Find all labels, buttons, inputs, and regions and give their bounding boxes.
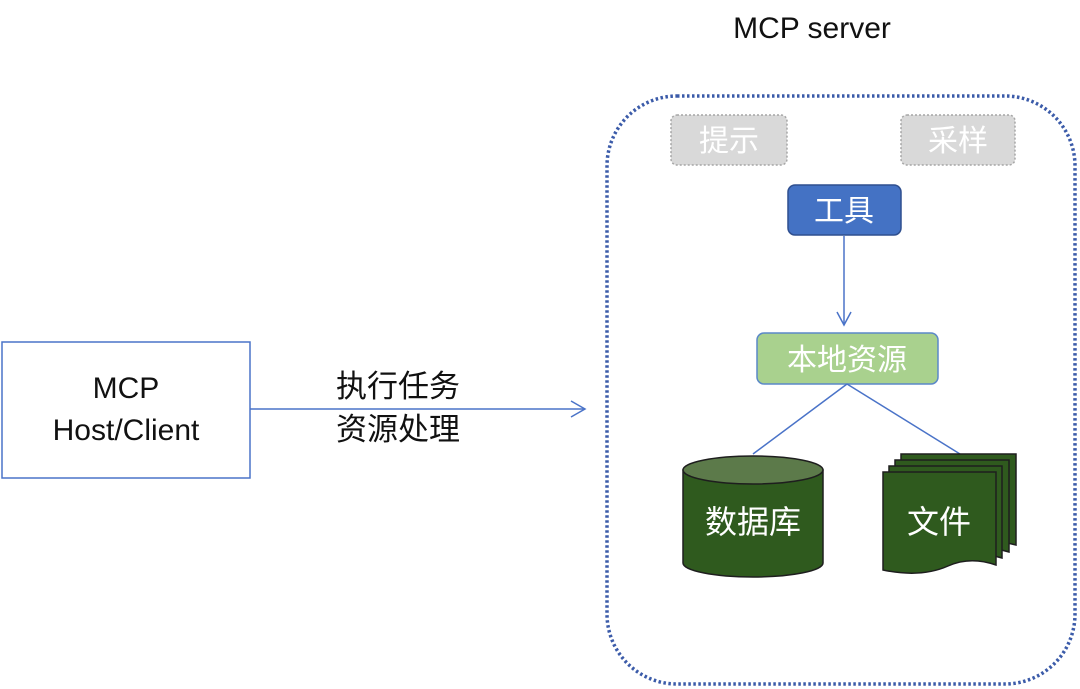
tools-box [787,184,902,236]
prompt-label: 提示 [699,124,759,159]
files-label: 文件 [907,503,971,541]
prompt-node: 提示 [670,114,788,166]
host-client-box [1,341,251,479]
database-label: 数据库 [705,503,801,541]
file-sheet-front [882,471,997,574]
files-node: 文件 [882,453,1017,574]
sampling-label: 采样 [928,124,988,159]
database-cylinder-top [682,455,824,485]
request-edge-arrowhead [570,400,587,418]
sampling-node: 采样 [900,114,1016,166]
server-title: MCP server [733,12,891,45]
host-client-label-line2: Host/Client [53,414,200,447]
database-node: 数据库 [682,455,824,578]
server-container [605,94,1077,686]
sampling-box [900,114,1016,166]
prompt-box [670,114,788,166]
tools-node: 工具 [787,184,902,236]
database-cylinder-body [682,469,824,578]
resources-to-files-line [846,383,961,455]
edge-label-line2: 资源处理 [336,412,460,448]
edge-label-line1: 执行任务 [336,369,460,405]
host-client-label-line1: MCP [93,372,160,405]
tools-label: 工具 [814,194,874,229]
resources-to-database-line [752,383,848,455]
request-edge: 执行任务 资源处理 [250,369,587,448]
tools-to-resources-edge [836,236,852,327]
local-resources-label: 本地资源 [787,343,907,378]
host-client-node: MCP Host/Client [1,341,251,479]
local-resources-node: 本地资源 [756,332,939,385]
